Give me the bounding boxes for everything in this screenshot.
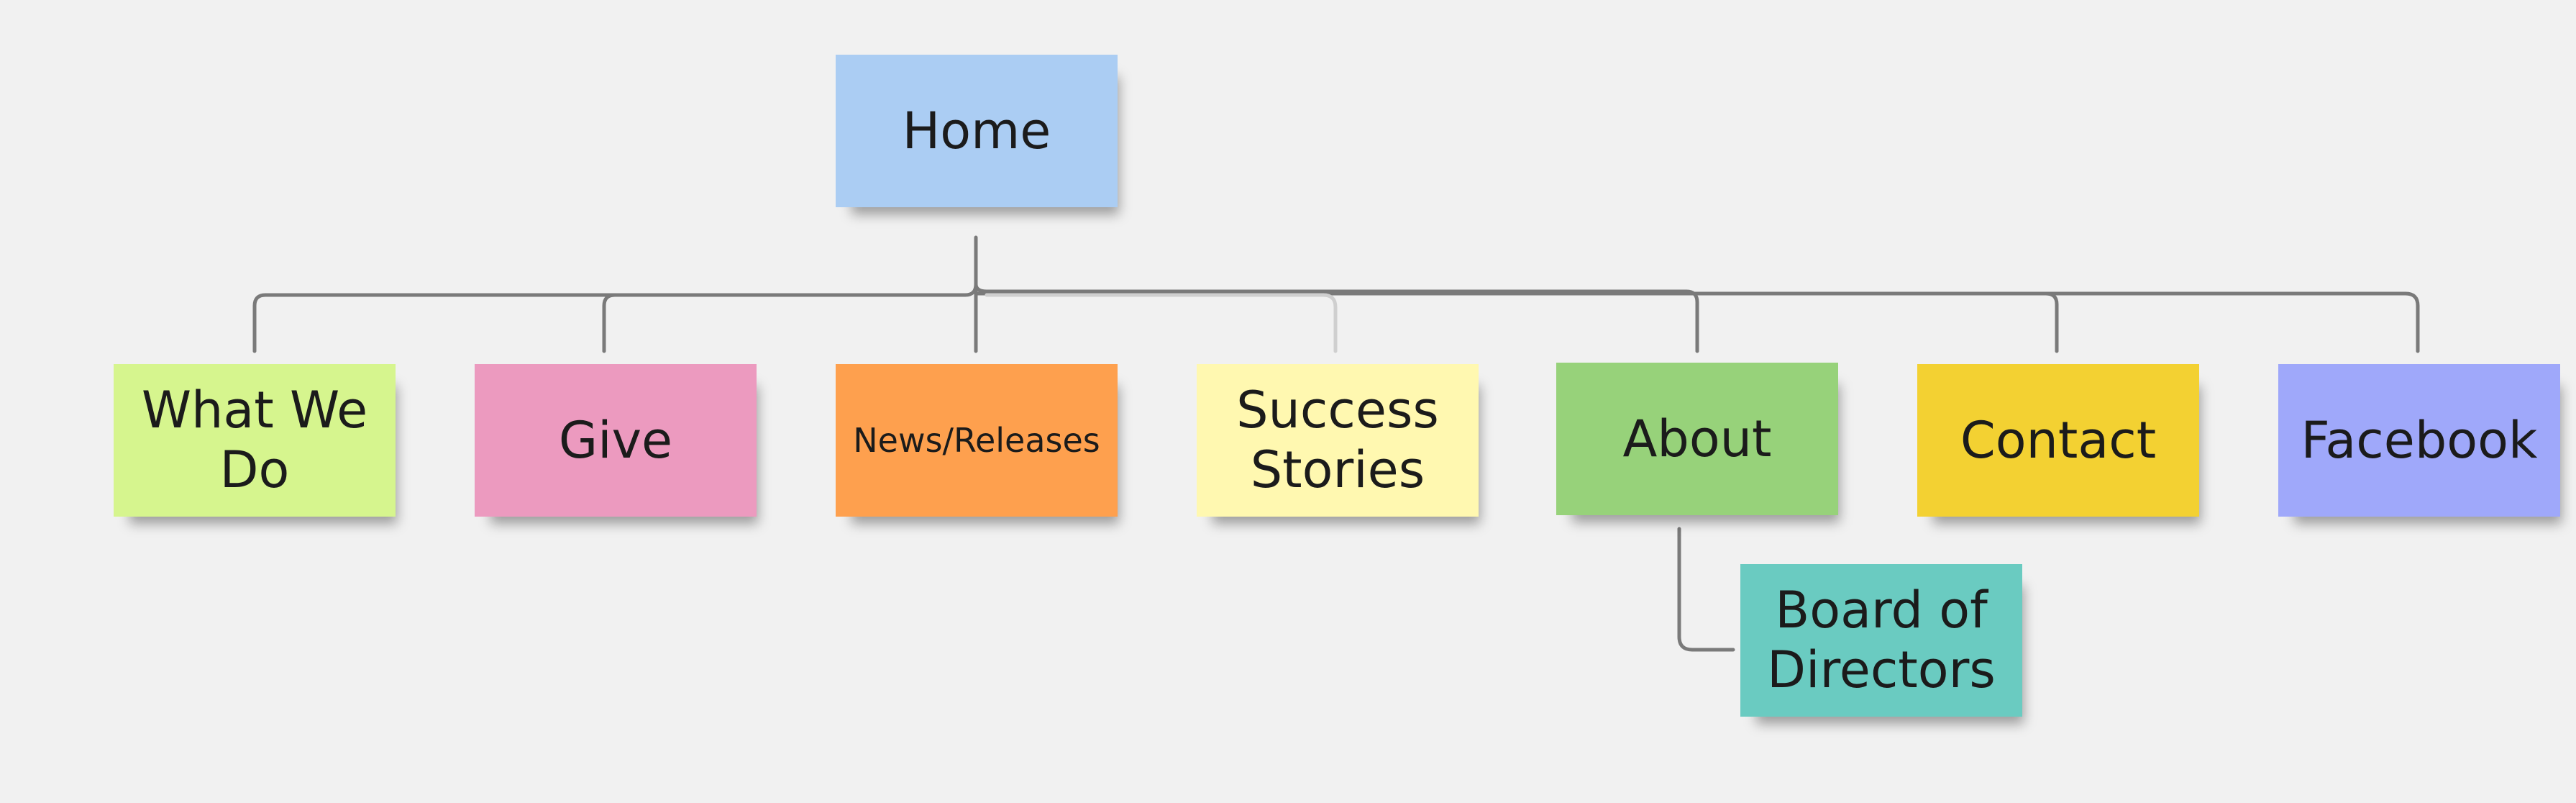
node-contact-label: Contact [1960,410,2157,470]
node-facebook[interactable]: Facebook [2278,364,2560,517]
node-contact[interactable]: Contact [1917,364,2199,517]
node-about[interactable]: About [1556,363,1838,515]
node-home-label: Home [902,101,1051,160]
connector-success-stories [985,293,1338,353]
node-board-of-directors-label: Board of Directors [1767,581,1996,699]
connector-about [974,282,1699,353]
node-give-label: Give [558,410,673,470]
node-facebook-label: Facebook [2301,410,2538,470]
node-what-we-do-label: What We Do [141,381,368,499]
node-success-stories[interactable]: Success Stories [1197,364,1479,517]
connector-facebook [1684,291,2420,353]
connector-contact [974,291,2059,353]
node-give[interactable]: Give [475,364,757,517]
node-home[interactable]: Home [836,55,1118,207]
connector-give [602,293,617,353]
node-news-releases[interactable]: News/Releases [836,364,1118,517]
node-board-of-directors[interactable]: Board of Directors [1740,564,2022,717]
node-what-we-do[interactable]: What We Do [114,364,396,517]
connector-board-of-directors [1677,527,1735,652]
connector-what-we-do [252,282,978,353]
node-success-stories-label: Success Stories [1236,381,1439,499]
node-news-releases-label: News/Releases [853,420,1100,460]
node-about-label: About [1622,409,1772,468]
